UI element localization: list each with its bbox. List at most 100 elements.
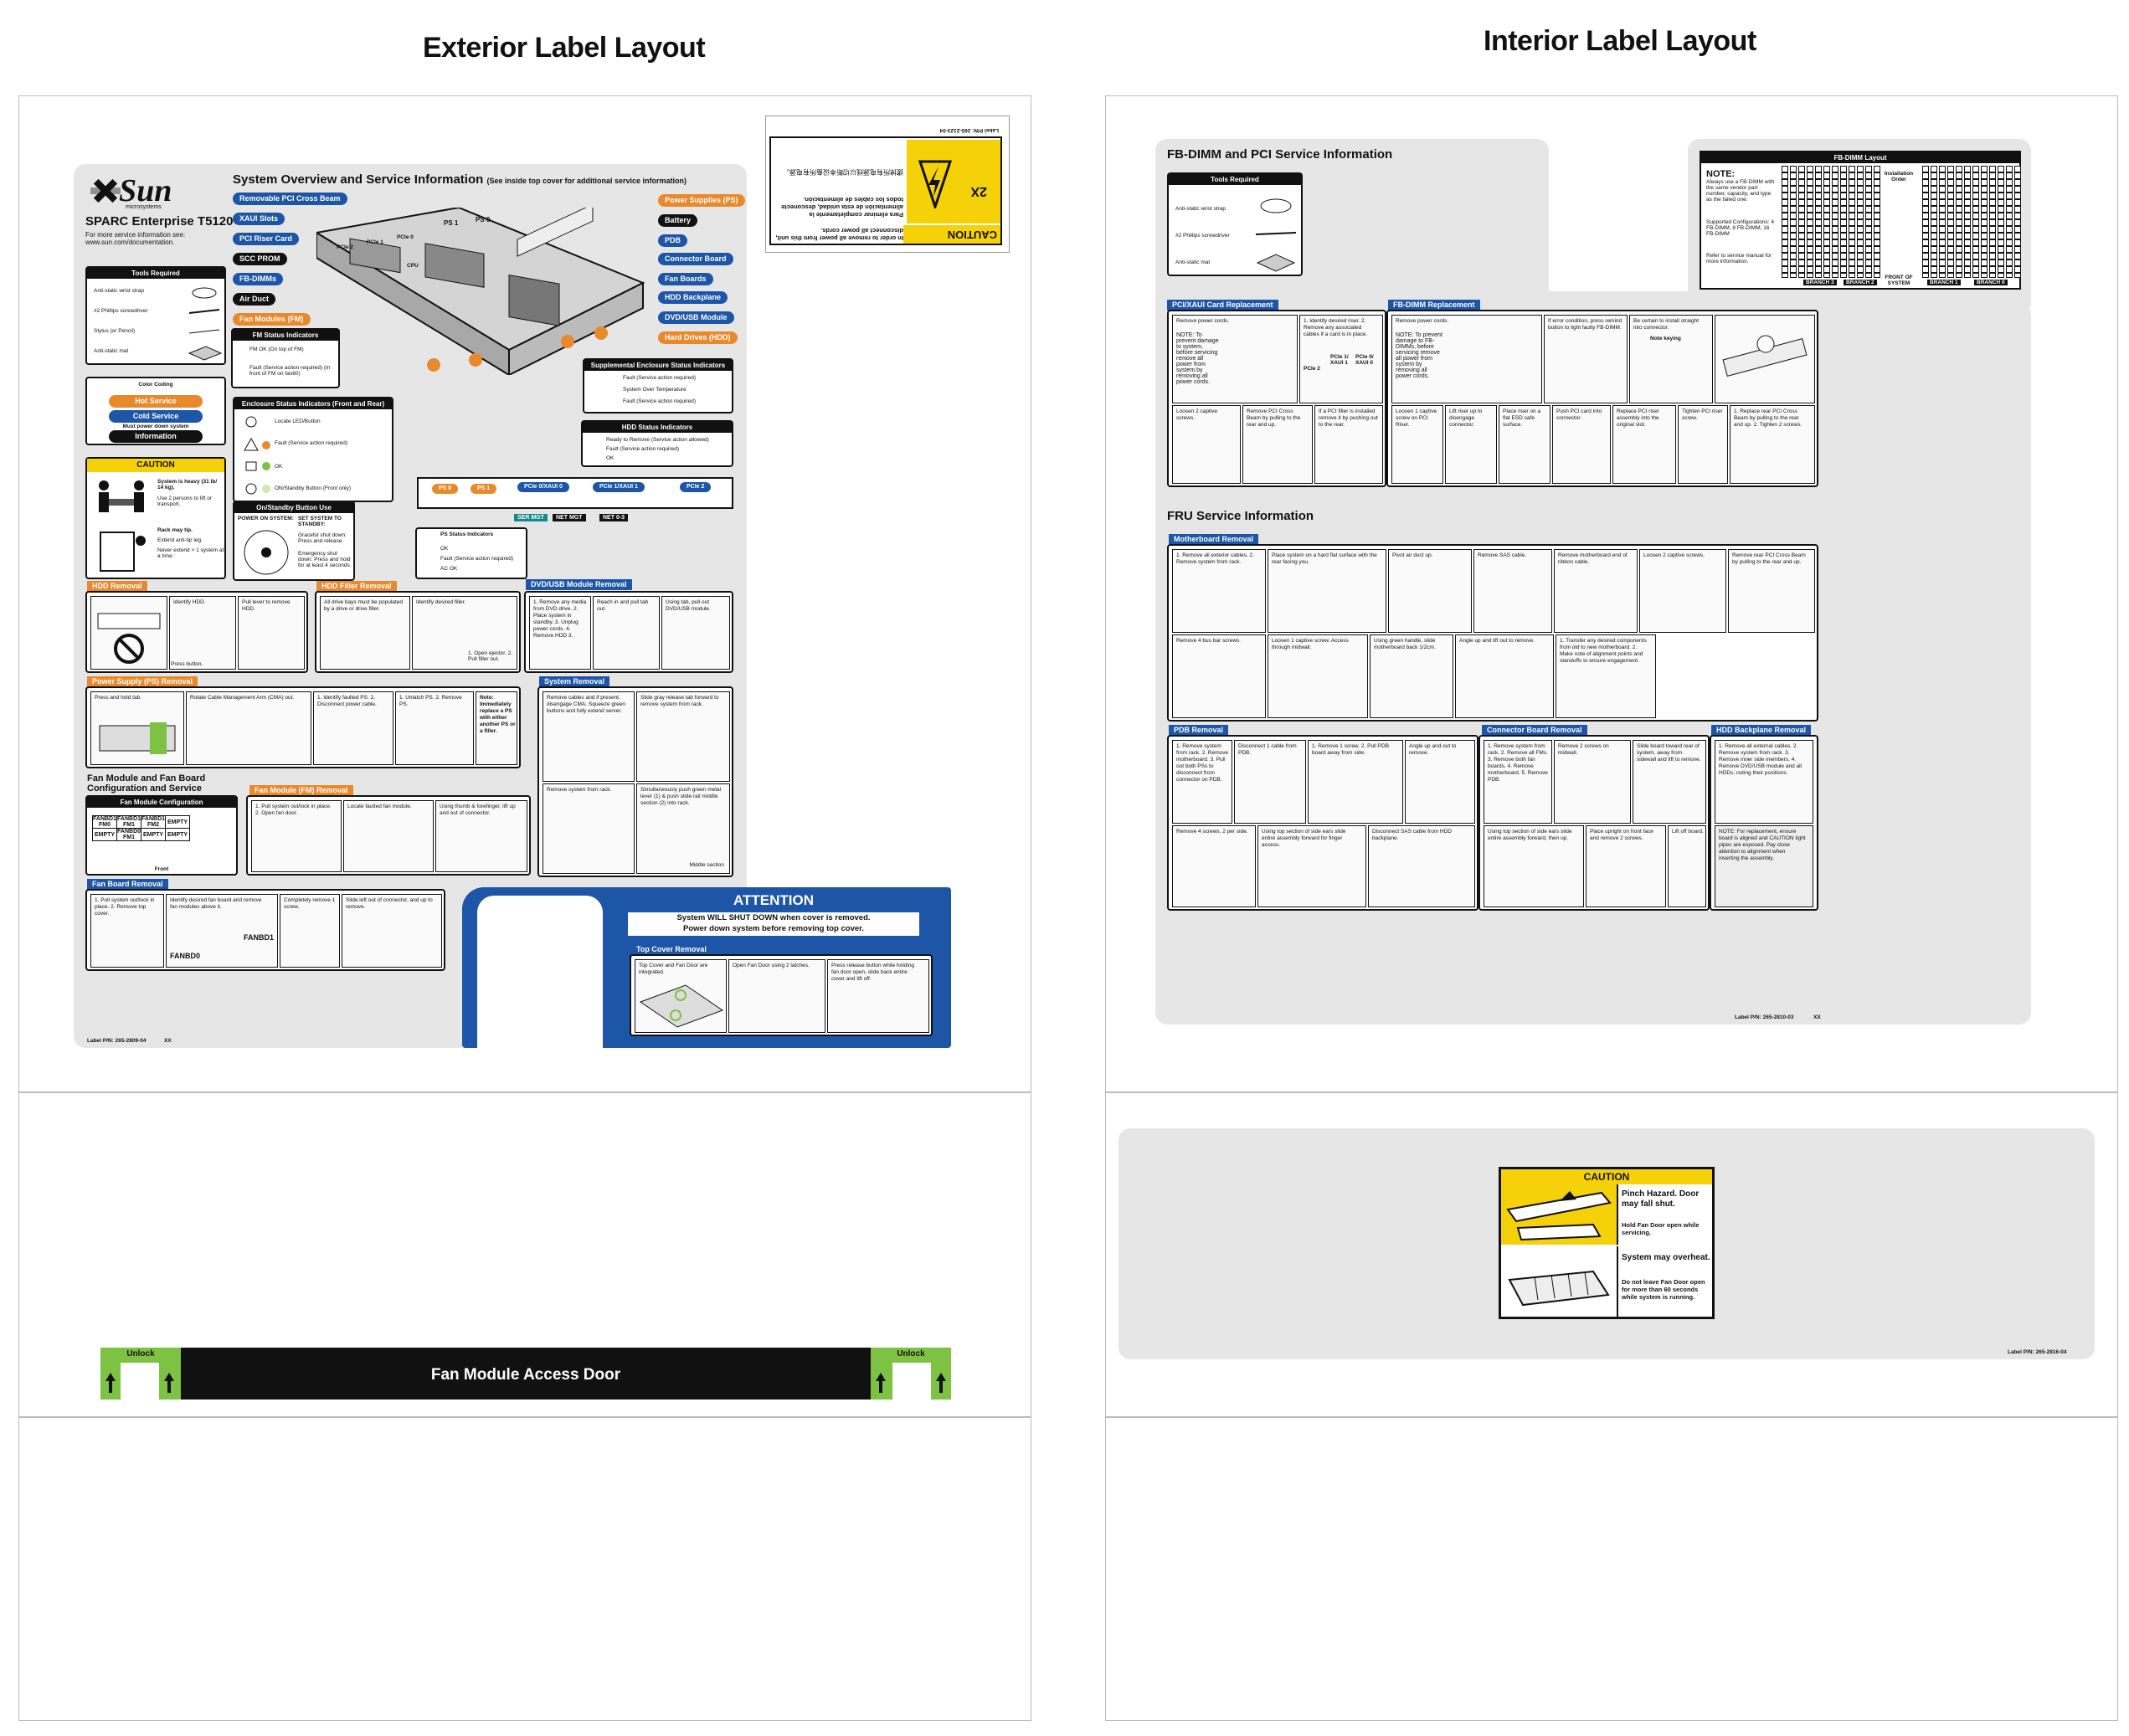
enclosure-status-box: Enclosure Status Indicators (Front and R… xyxy=(233,397,393,502)
pdb-step-6: Using top section of side ears slide ent… xyxy=(1257,825,1366,907)
hdd-press-button: Press button. xyxy=(171,661,203,667)
cover-step-3: Press release button while holding fan d… xyxy=(827,959,929,1033)
dvd-step-3: Using tab, pull out DVD/USB module. xyxy=(661,596,730,670)
caution-heavy-title: CAUTION xyxy=(87,459,224,472)
interior-tools-title: Tools Required xyxy=(1169,174,1301,185)
filler-step-2: Identify desired filler. 1. Open ejector… xyxy=(412,596,517,670)
exterior-label-xx: XX xyxy=(164,1038,172,1044)
cb-step-3: Slide board toward rear of system, away … xyxy=(1633,740,1706,824)
cold-service-badge: Cold Service xyxy=(109,410,203,423)
exterior-title: Exterior Label Layout xyxy=(423,32,706,64)
hddbp-step-1: 1. Remove all external cables. 2. Remove… xyxy=(1715,740,1813,824)
fbdimm-note-title: NOTE: xyxy=(1706,169,1736,179)
fan-door-label: Fan Module Access Door xyxy=(181,1348,871,1400)
exterior-frame-top xyxy=(18,95,1031,1093)
hdd-removal-box: Identify HDD. Pull lever to remove HDD. … xyxy=(85,591,308,673)
note-keying: Note keying xyxy=(1650,336,1681,342)
color-coding-title: Color Coding xyxy=(138,382,173,388)
cb-step-1: 1. Remove system from rack. 2. Remove al… xyxy=(1484,740,1552,824)
tool-item: Anti-static wrist strap xyxy=(94,288,144,294)
power-caution-es: Para eliminar completamente la alimentac… xyxy=(781,196,903,218)
dimm-slot xyxy=(1857,166,1864,278)
dimm-slot xyxy=(1931,166,1937,278)
standby-title: On/Standby Button Use xyxy=(234,502,353,513)
cb-step-2: Remove 2 screws on midwall. xyxy=(1554,740,1631,824)
dvd-step-2: Reach in and pull tab out. xyxy=(593,596,660,670)
dimm-slot xyxy=(2006,166,2013,278)
pdb-step-7: Disconnect SAS cable from HDD backplane. xyxy=(1368,825,1475,907)
attention-line2: Power down system before removing top co… xyxy=(683,924,864,933)
mb-step-1: 1. Remove all exterior cables. 2. Remove… xyxy=(1172,549,1266,633)
sun-logo-icon xyxy=(90,178,121,203)
fanboard-step-1: 1. Pull system out/lock in place. 2. Rem… xyxy=(90,894,164,968)
fm-step-3: Using thumb & forefinger, lift up and ou… xyxy=(435,800,527,872)
fan-door-strip: Unlock Fan Module Access Door Unlock xyxy=(100,1348,951,1400)
hdd-step-1 xyxy=(90,596,167,670)
hdd-backplane-box: 1. Remove all external cables. 2. Remove… xyxy=(1710,735,1818,911)
dimm-slot xyxy=(1922,166,1929,278)
fbdimm-step-7: Tighten PCI riser screw. xyxy=(1678,405,1728,484)
dimm-slot xyxy=(1782,166,1788,278)
ps-illustration-icon xyxy=(99,722,176,754)
fm-removal-title: Fan Module (FM) Removal xyxy=(249,785,353,796)
arrow-up-icon xyxy=(105,1373,116,1393)
dimm-slot xyxy=(1989,166,1996,278)
exterior-frame-mid xyxy=(18,1091,1031,1418)
attention-title: ATTENTION xyxy=(733,892,814,908)
fan-config-box-title: Fan Module Configuration xyxy=(87,797,236,808)
dvd-box: 1. Remove any media from DVD drive. 2. P… xyxy=(524,591,733,673)
pinch-caution-label: CAUTION Pinch Hazard. Door may fall shut… xyxy=(1499,1167,1715,1319)
hot-service-badge: Hot Service xyxy=(109,395,203,408)
enclosure-standby: ON/Standby Button (Front only) xyxy=(275,485,352,491)
interior-label-xx: XX xyxy=(1813,1014,1821,1020)
fanboard-step-2: Identify desired fan board and remove fa… xyxy=(166,894,278,968)
fbdimm-step-8: 1. Replace rear PCI Cross Beam by pullin… xyxy=(1730,405,1815,484)
dimm-slot xyxy=(1956,166,1962,278)
port-ser-mgt: SER MGT xyxy=(514,514,548,521)
mb-step-5: Remove motherboard end of ribbon cable. xyxy=(1554,549,1638,633)
product-info: For more service information see: www.su… xyxy=(85,231,186,246)
pci-step-4: Remove PCI Cross Beam by pulling to the … xyxy=(1242,405,1313,484)
supplemental-fault-ps: Fault (Service action required) xyxy=(623,375,697,381)
ps-step-2: Rotate Cable Management Arm (CMA) out. xyxy=(186,691,311,765)
fbdimm-step-6: Replace PCI riser assembly into the orig… xyxy=(1612,405,1676,484)
hdd-fault: Fault (Service action required) xyxy=(606,446,680,452)
pdb-step-2: Disconnect 1 cable from PDB. xyxy=(1234,740,1306,824)
enclosure-title: Enclosure Status Indicators (Front and R… xyxy=(234,398,392,409)
callout-connector-board: Connector Board xyxy=(658,253,733,265)
fm-step-2: Locate faulted fan module. xyxy=(343,800,434,872)
diagram-label-pcie2: PCIe 2 xyxy=(337,244,353,250)
attention-message: System WILL SHUT DOWN when cover is remo… xyxy=(628,912,919,936)
pinch-graphic-1 xyxy=(1501,1184,1618,1245)
pci-label-0: PCIe 0/ XAUI 0 xyxy=(1355,354,1374,366)
pdb-box: 1. Remove system from rack. 2. Remove mo… xyxy=(1167,735,1478,911)
must-power-down: Must power down system xyxy=(122,424,189,429)
ps-status-acok: AC OK xyxy=(440,566,458,572)
hdd-status-box: HDD Status Indicators Ready to Remove (S… xyxy=(581,420,733,467)
fanboard-step-4: Slide left out of connector, and up to r… xyxy=(342,894,442,968)
dimm-slot xyxy=(1981,166,1988,278)
system-step-3: Remove system from rack. xyxy=(543,783,635,874)
supplemental-overtemp: System Over Temperature xyxy=(623,387,687,393)
dvd-step-1: 1. Remove any media from DVD drive. 2. P… xyxy=(529,596,591,670)
fbdimm-replace-note: NOTE: To prevent damage to FB-DIMMs, bef… xyxy=(1396,332,1442,379)
interior-label-pn: Label P/N: 265-2810-03 xyxy=(1735,1014,1794,1020)
power-caution-cn: 拔掉所有电源线以切断本设备所有电源。 xyxy=(783,168,903,176)
unlock-right-notch xyxy=(892,1363,931,1400)
ps-status-fault: Fault (Service action required) xyxy=(440,556,514,562)
enclosure-ok: OK xyxy=(275,464,283,470)
dimm-slot xyxy=(1939,166,1946,278)
port-net-mgt: NET MGT xyxy=(553,514,586,521)
callout-battery: Battery xyxy=(658,214,698,227)
dimm-slot xyxy=(1823,166,1830,278)
system-removal-title: System Removal xyxy=(539,676,610,687)
ps-step-1: Press and hold tab. xyxy=(90,691,184,765)
diagram-label-cpu: CPU xyxy=(407,263,419,269)
fm-step-1: 1. Pull system out/lock in place. 2. Ope… xyxy=(251,800,342,872)
system-removal-box: Remove cables and if present, disengage … xyxy=(537,686,733,877)
top-cover-box: Top Cover and Fan Door are integrated. O… xyxy=(630,954,933,1036)
mb-step-4: Remove SAS cable. xyxy=(1473,549,1552,633)
rear-ps0: PS 0 xyxy=(432,484,459,494)
mb-step-8: Remove 4 bus bar screws. xyxy=(1172,634,1266,718)
